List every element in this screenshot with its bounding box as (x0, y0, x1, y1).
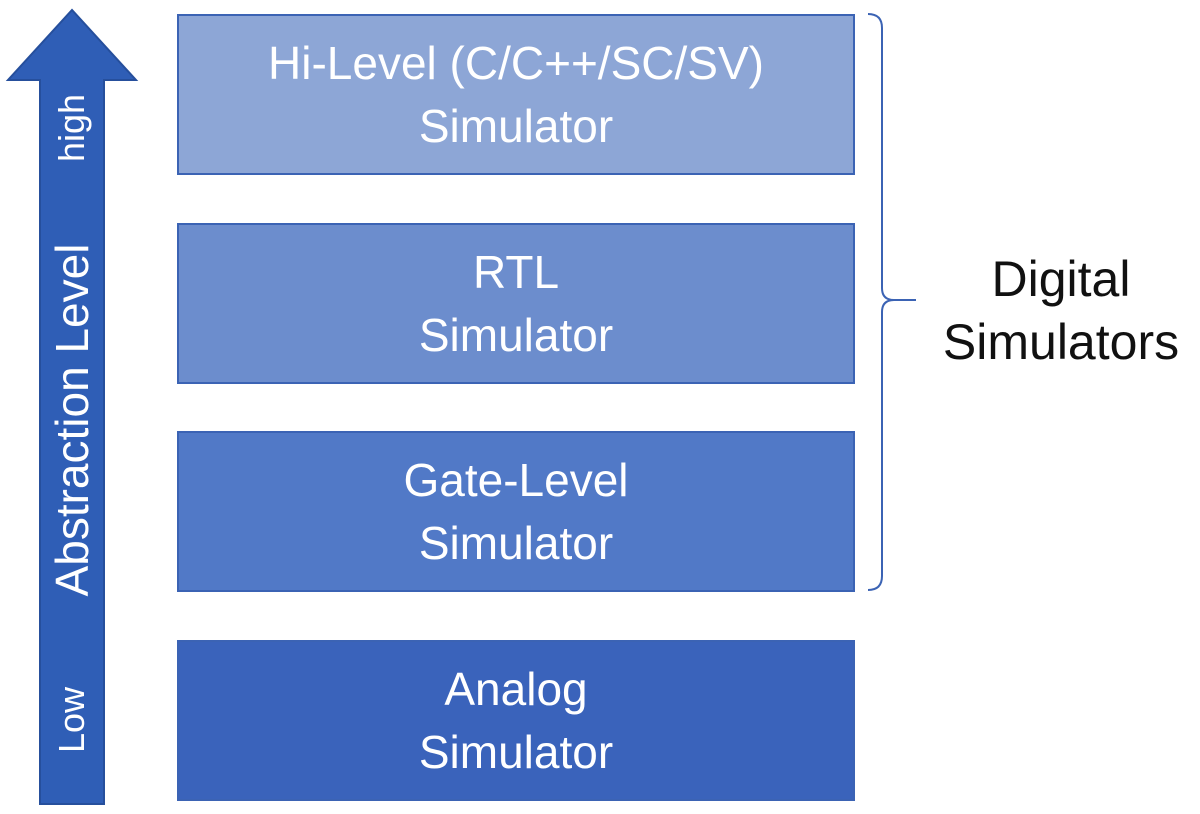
brace-path (867, 13, 916, 591)
arrow-high-label: high (51, 93, 92, 163)
abstraction-level-arrow (5, 8, 139, 805)
arrow-shape (5, 8, 139, 805)
box-line-1: RTL (472, 246, 560, 299)
digital-simulators-label: Digital Simulators (930, 248, 1192, 373)
box-line-2: Simulator (418, 516, 614, 569)
gate-level-simulator-box: Gate-Level Simulator (177, 431, 855, 592)
arrow-low-label: Low (51, 686, 92, 754)
box-line-2: Simulator (418, 99, 614, 152)
analog-simulator-box: Analog Simulator (177, 640, 855, 801)
hi-level-simulator-box: Hi-Level (C/C++/SC/SV) Simulator (177, 14, 855, 175)
box-line-1: Gate-Level (403, 454, 629, 507)
box-line-1: Analog (444, 663, 588, 716)
box-line-2: Simulator (418, 308, 614, 361)
rtl-simulator-box: RTL Simulator (177, 223, 855, 384)
digital-simulators-brace (867, 13, 916, 591)
arrow-main-label: Abstraction Level (46, 243, 98, 597)
arrow-labels: high Abstraction Level Low (40, 80, 104, 804)
box-line-2: Simulator (418, 725, 614, 778)
box-line-1: Hi-Level (C/C++/SC/SV) (268, 37, 764, 90)
side-label-line-1: Digital (991, 251, 1131, 307)
side-label-line-2: Simulators (942, 313, 1180, 370)
